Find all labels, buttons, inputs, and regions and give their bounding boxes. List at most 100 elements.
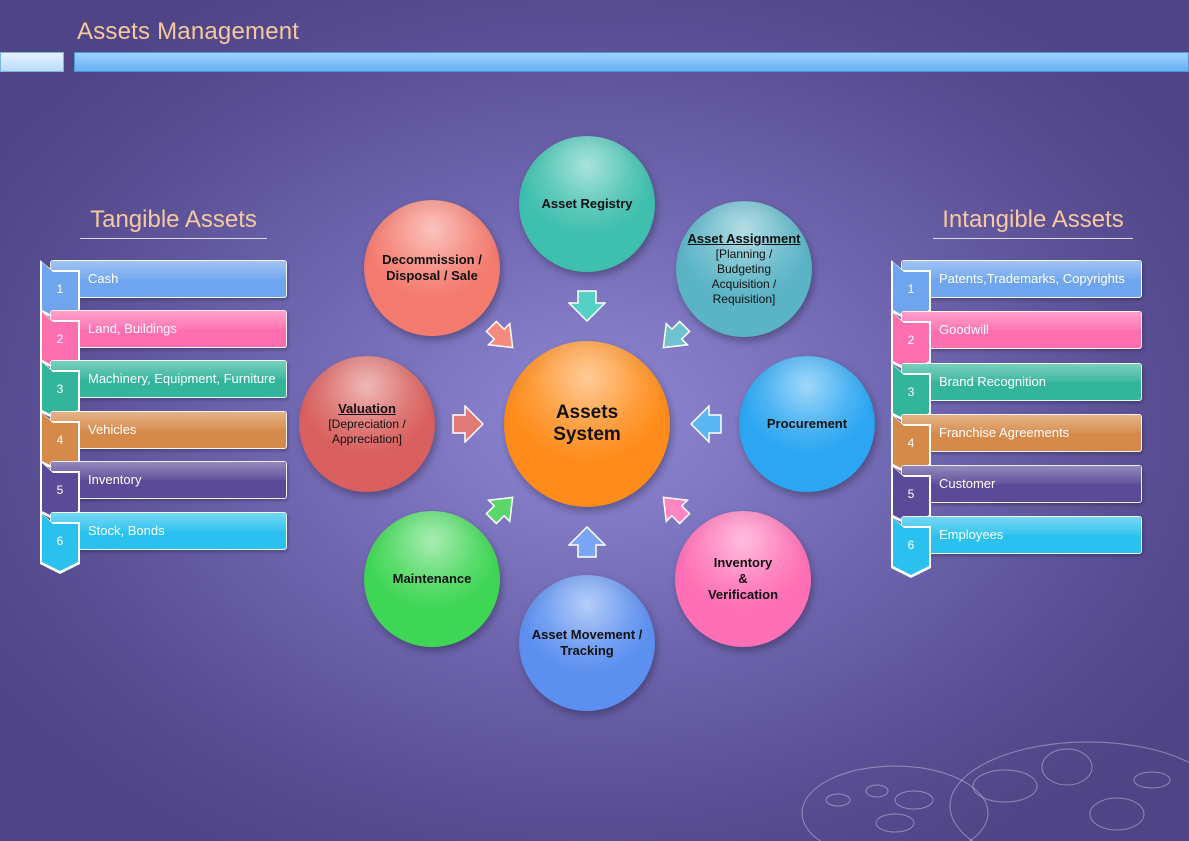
chevron-icon [891, 260, 931, 322]
item-label: Employees [939, 527, 1004, 542]
inventory-line-2: & [738, 571, 748, 586]
item-bar [50, 310, 287, 348]
center-line-1: Assets [555, 402, 619, 423]
chevron-icon [40, 310, 80, 372]
item-label: Stock, Bonds [88, 523, 165, 538]
valuation-circle: Valuation [Depreciation / Appreciation] [299, 356, 435, 492]
tangible-item-6: 6 Stock, Bonds [40, 512, 287, 574]
intangible-item-6: 6 Employees [891, 516, 1142, 578]
item-label: Brand Recognition [939, 374, 1046, 389]
item-label: Machinery, Equipment, Furniture [88, 371, 276, 386]
maintenance-label: Maintenance [392, 571, 472, 586]
asset-assignment-heading: Asset Assignment [687, 231, 801, 246]
item-number: 2 [907, 333, 915, 347]
intangible-item-1: 1 Patents,Trademarks, Copyrights [891, 260, 1142, 322]
asset-assignment-line-1: [Planning / [715, 247, 773, 261]
item-number: 4 [907, 436, 915, 450]
chevron-icon [891, 516, 931, 578]
valuation-line-2: Appreciation] [331, 432, 403, 446]
decorative-circles [801, 741, 1189, 841]
item-bar [901, 260, 1142, 298]
chevron-icon [891, 465, 931, 527]
item-number: 6 [56, 534, 64, 548]
asset-registry-label: Asset Registry [541, 196, 633, 211]
item-bar [901, 363, 1142, 401]
chevron-icon [40, 411, 80, 473]
item-label: Inventory [88, 472, 142, 487]
maintenance-circle: Maintenance [364, 511, 500, 647]
chevron-icon [40, 461, 80, 523]
intangible-item-2: 2 Goodwill [891, 311, 1142, 373]
inventory-line-1: Inventory [713, 555, 773, 570]
arrow-right-icon [452, 405, 484, 443]
inventory-line-3: Verification [707, 587, 779, 602]
page-title: Assets Management [77, 18, 300, 45]
intangible-item-4: 4 Franchise Agreements [891, 414, 1142, 476]
item-number: 3 [56, 382, 64, 396]
asset-assignment-circle: Asset Assignment [Planning / Budgeting A… [676, 201, 812, 337]
decommission-line-2: Disposal / Sale [386, 268, 478, 283]
item-number: 6 [907, 538, 915, 552]
tangible-item-2: 2 Land, Buildings [40, 310, 287, 372]
item-bar [901, 414, 1142, 452]
arrow-up-icon [568, 526, 606, 558]
tangible-item-4: 4 Vehicles [40, 411, 287, 473]
arrow-up-left-icon [662, 496, 691, 525]
item-label: Franchise Agreements [939, 425, 1070, 440]
tangible-item-3: 3 Machinery, Equipment, Furniture [40, 360, 287, 422]
center-line-2: System [553, 424, 621, 445]
item-bar [50, 360, 287, 398]
arrow-down-right-icon [485, 320, 514, 349]
item-label: Goodwill [939, 322, 989, 337]
tangible-assets-title: Tangible Assets [80, 206, 267, 239]
item-number: 4 [56, 433, 64, 447]
arrow-up-right-icon [485, 496, 514, 525]
chevron-icon [40, 360, 80, 422]
item-bar [50, 512, 287, 550]
header-accent-bar [0, 52, 64, 72]
decommission-circle: Decommission / Disposal / Sale [364, 200, 500, 336]
item-label: Customer [939, 476, 996, 491]
chevron-icon [891, 311, 931, 373]
item-bar [901, 311, 1142, 349]
asset-assignment-line-3: Acquisition / [711, 277, 777, 291]
header-bar [74, 52, 1189, 72]
valuation-line-1: [Depreciation / [328, 417, 406, 431]
item-number: 5 [907, 487, 915, 501]
item-number: 1 [907, 282, 915, 296]
asset-assignment-line-2: Budgeting [716, 262, 772, 276]
item-bar [901, 465, 1142, 503]
item-label: Vehicles [88, 422, 137, 437]
chevron-icon [40, 260, 80, 322]
tangible-item-5: 5 Inventory [40, 461, 287, 523]
arrow-down-left-icon [662, 320, 691, 349]
item-number: 2 [56, 332, 64, 346]
item-bar [50, 411, 287, 449]
valuation-heading: Valuation [338, 401, 396, 416]
arrow-down-icon [568, 290, 606, 322]
item-bar [901, 516, 1142, 554]
item-bar [50, 461, 287, 499]
intangible-assets-list: 1 Patents,Trademarks, Copyrights 2 Goodw… [891, 260, 1142, 580]
chevron-icon [891, 414, 931, 476]
procurement-circle: Procurement [739, 356, 875, 492]
tangible-item-1: 1 Cash [40, 260, 287, 322]
item-number: 3 [907, 385, 915, 399]
asset-movement-circle: Asset Movement / Tracking [519, 575, 655, 711]
arrow-left-icon [690, 405, 722, 443]
intangible-item-5: 5 Customer [891, 465, 1142, 527]
item-label: Land, Buildings [88, 321, 177, 336]
tangible-assets-list: 1 Cash 2 Land, Buildings 3 Machinery, Eq… [40, 260, 287, 580]
intangible-item-3: 3 Brand Recognition [891, 363, 1142, 425]
chevron-icon [891, 363, 931, 425]
asset-registry-circle: Asset Registry [519, 136, 655, 272]
movement-line-2: Tracking [560, 643, 614, 658]
item-label: Patents,Trademarks, Copyrights [939, 271, 1125, 286]
inventory-verification-circle: Inventory & Verification [675, 511, 811, 647]
procurement-label: Procurement [766, 416, 848, 431]
item-label: Cash [88, 271, 119, 286]
item-number: 1 [56, 282, 64, 296]
intangible-assets-title: Intangible Assets [933, 206, 1133, 239]
decommission-line-1: Decommission / [382, 252, 482, 267]
